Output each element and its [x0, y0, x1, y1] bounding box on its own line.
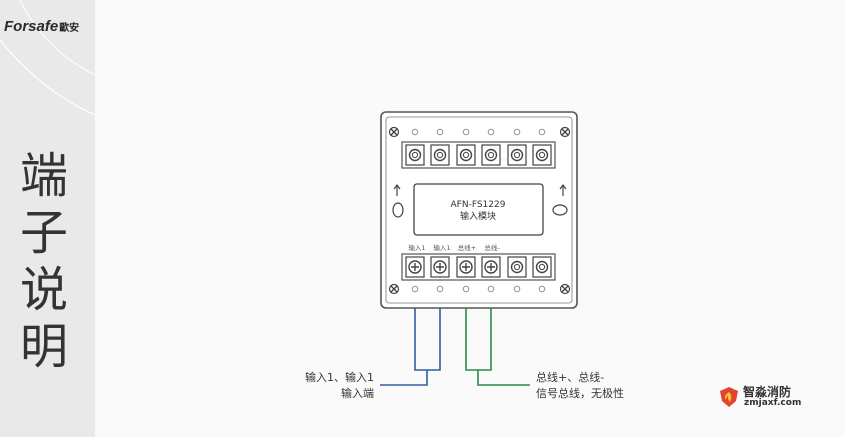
terminal-label: 总线- [484, 243, 500, 252]
terminal-screw-cross-icon [456, 256, 476, 278]
bus-wire-pair [465, 308, 530, 386]
bus-annotation-line1: 总线+、总线- [536, 370, 604, 384]
input-annotation-line2: 输入端 [341, 386, 374, 400]
terminal-screw-icon [405, 144, 425, 166]
module-inner-border [385, 116, 573, 304]
screw-icon [388, 126, 400, 138]
terminal-label: 总线+ [458, 243, 476, 252]
sidebar-decor-arcs [0, 0, 95, 116]
arrow-up-icon [559, 184, 567, 196]
title-char: 端 [19, 148, 68, 204]
screw-icon [388, 283, 400, 295]
brand-logo: Forsafe歐安 [4, 18, 80, 35]
screw-icon [559, 126, 571, 138]
module-model: AFN-FS1229 [451, 200, 506, 210]
terminal-screw-icon [507, 144, 527, 166]
arrow-up-icon [393, 184, 401, 196]
screw-icon [559, 283, 571, 295]
title-char: 明 [19, 319, 68, 375]
terminal-screw-icon [456, 144, 476, 166]
watermark-logo: 智淼消防 zmjaxf.com [718, 383, 818, 413]
title-char: 子 [19, 205, 68, 261]
page-title: 端 子 说 明 [14, 148, 74, 376]
bottom-terminal-strip [401, 253, 556, 281]
bottom-holes [411, 285, 546, 293]
top-terminal-strip [401, 141, 556, 169]
terminal-screw-cross-icon [405, 256, 425, 278]
input-annotation-line1: 输入1、输入1 [305, 370, 374, 384]
title-char: 说 [19, 262, 68, 318]
terminal-screw-cross-icon [481, 256, 501, 278]
bus-annotation-line2: 信号总线，无极性 [536, 386, 624, 400]
terminal-screw-icon [507, 256, 527, 278]
input-wire-pair [380, 308, 441, 386]
sidebar-panel: Forsafe歐安 端 子 说 明 [0, 0, 95, 437]
terminal-label: 输入1 [433, 243, 450, 252]
label-window [413, 183, 544, 236]
terminal-screw-cross-icon [430, 256, 450, 278]
terminal-label: 输入1 [408, 243, 425, 252]
mounting-slot [392, 202, 404, 218]
watermark-name: 智淼消防 [743, 385, 792, 399]
mounting-slot [552, 204, 568, 216]
flame-shield-icon [720, 387, 738, 407]
top-holes [411, 128, 546, 136]
terminal-screw-icon [430, 144, 450, 166]
module-name: 输入模块 [460, 210, 496, 222]
terminal-screw-icon [532, 144, 552, 166]
terminal-screw-icon [532, 256, 552, 278]
watermark-url: zmjaxf.com [744, 398, 802, 408]
terminal-screw-icon [481, 144, 501, 166]
